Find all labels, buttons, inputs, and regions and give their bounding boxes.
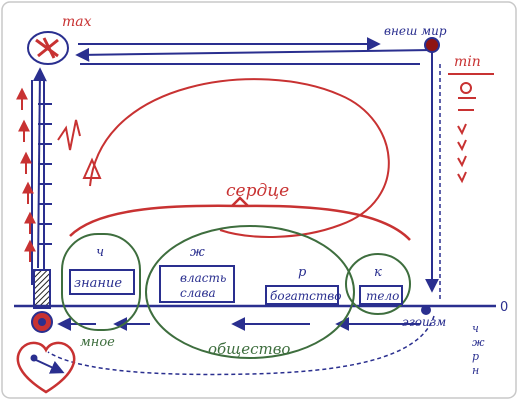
min-check-1 <box>457 123 467 136</box>
knowledge-label: знание <box>74 276 122 291</box>
max-ellipse <box>27 31 69 65</box>
egoism-node <box>421 305 431 315</box>
left-red-node-core <box>38 318 46 326</box>
right-letter-1: ч <box>472 322 479 335</box>
red-scribble-mark <box>57 119 81 151</box>
min-symbol-circle <box>460 82 472 94</box>
heart-label: сердце <box>226 181 289 201</box>
power-glory-box <box>159 265 235 303</box>
ladder-up-arrow <box>32 67 47 269</box>
hatched-block <box>33 269 51 309</box>
max-label: max <box>62 14 92 30</box>
group-letter-r: р <box>298 265 307 280</box>
red-loop <box>89 78 390 238</box>
group-k-outline <box>345 253 411 315</box>
max-scribble <box>35 37 59 59</box>
heart-brace <box>69 204 411 241</box>
heart-arrow <box>35 359 65 374</box>
heart-brace-tip <box>231 196 249 207</box>
ladder-red-arrows <box>16 87 36 262</box>
group-ch-outline <box>61 233 141 331</box>
right-letter-3: р <box>472 350 479 363</box>
right-letter-4: н <box>472 364 479 377</box>
mine-label: мное <box>80 335 115 350</box>
zero-label: 0 <box>500 300 508 315</box>
min-check-2 <box>457 139 467 152</box>
top-line-left <box>75 47 433 62</box>
right-letter-2: ж <box>472 336 485 349</box>
outer-world-label: внеш мир <box>384 24 447 38</box>
red-loop-arrowhead <box>82 157 102 179</box>
body-label: тело <box>366 289 399 303</box>
group-letter-zh: ж <box>190 245 205 260</box>
min-check-4 <box>457 171 467 184</box>
wealth-box <box>265 285 339 305</box>
outer-world-node <box>424 37 440 53</box>
group-letter-ch: ч <box>96 245 104 260</box>
min-label: min <box>454 54 481 70</box>
wealth-label: богатство <box>270 289 341 303</box>
group-society-outline <box>145 225 355 359</box>
heart-dot <box>30 354 38 362</box>
power-glory-label-2: слава <box>180 286 216 300</box>
min-check-3 <box>457 155 467 168</box>
group-letter-k: к <box>374 265 382 280</box>
heart-icon <box>16 341 76 394</box>
egoism-label: эгоизм <box>402 315 446 329</box>
knowledge-box <box>69 269 135 295</box>
ladder-rungs <box>38 103 52 245</box>
bottom-dashed-curve <box>47 315 435 376</box>
society-label: общество <box>208 340 290 358</box>
power-glory-label-1: власть <box>180 271 226 285</box>
body-box <box>359 285 403 305</box>
